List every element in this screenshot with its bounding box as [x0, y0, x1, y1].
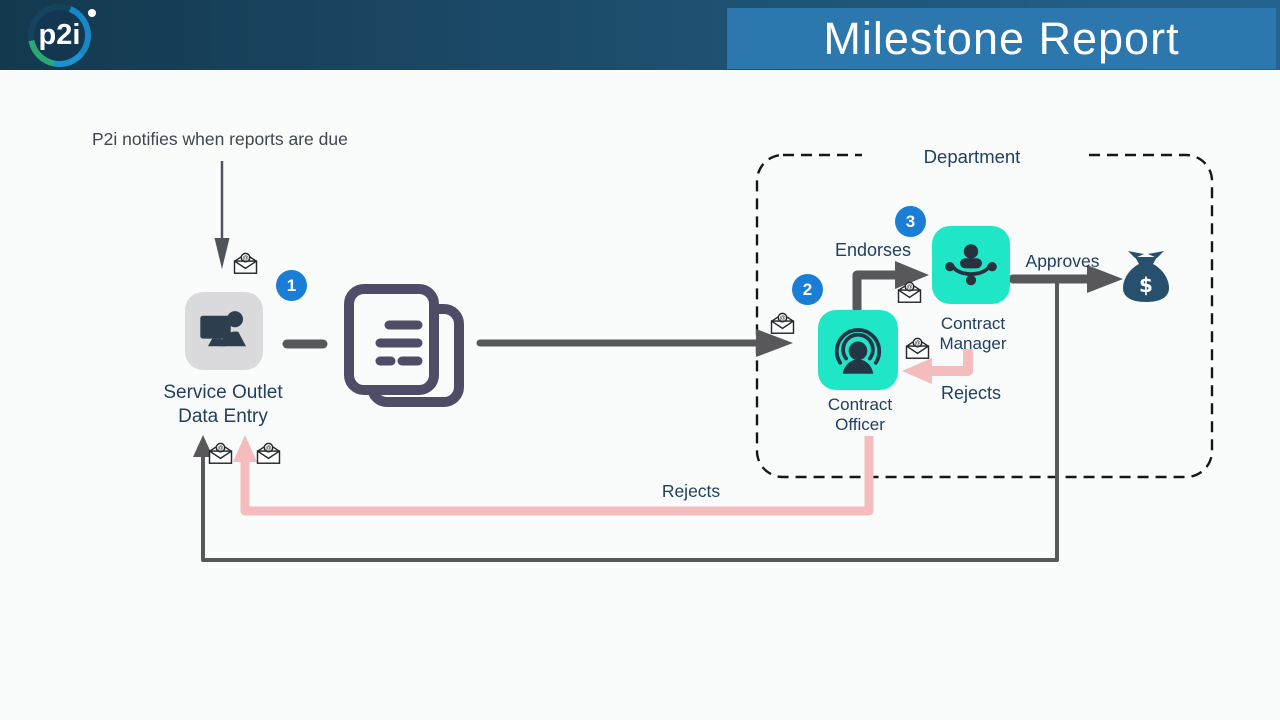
person-at-computer-icon [200, 311, 246, 347]
logo-i-dot [88, 9, 96, 17]
contract-manager-label: Contract Manager [903, 314, 1043, 354]
documents-icon [344, 284, 464, 407]
dollar-sign: $ [1139, 273, 1153, 297]
officer-rejects-arrowhead [233, 435, 257, 462]
approves-label: Approves [1025, 251, 1100, 271]
email-at-icon: @ [770, 312, 795, 334]
at-symbol: @ [779, 315, 785, 322]
department-label: Department [862, 144, 1082, 170]
manager-rejects-arrowhead [902, 358, 932, 384]
at-symbol: @ [242, 255, 248, 262]
p2i-logo: p2i [28, 4, 91, 67]
email-at-icon: @ [897, 281, 922, 303]
manager-rejects-label: Rejects [940, 383, 1002, 403]
service-outlet-node [185, 292, 263, 370]
broadcast-person-icon [834, 328, 882, 374]
endorses-arrow-line [852, 270, 896, 311]
email-at-icon: @ [256, 442, 281, 464]
endorses-label: Endorses [834, 240, 912, 260]
contract-officer-label: Contract Officer [790, 395, 930, 435]
at-symbol: @ [914, 340, 920, 347]
email-at-icon: @ [208, 442, 233, 464]
step-3-badge: 3 [895, 206, 926, 237]
email-at-icon: @ [233, 252, 258, 274]
officer-rejects-line [240, 436, 874, 516]
notify-arrowhead [214, 238, 230, 269]
contract-officer-node [818, 310, 898, 390]
service-outlet-label: Service Outlet Data Entry [103, 381, 343, 429]
contract-manager-node [932, 226, 1010, 304]
page-title: Milestone Report [823, 12, 1180, 64]
contract-manager-label-line1: Contract [940, 314, 1006, 333]
money-bag-icon: $ [1123, 251, 1169, 302]
contract-manager-label-line2: Manager [939, 334, 1007, 353]
title-plate: Milestone Report [727, 8, 1276, 69]
officer-rejects-label: Rejects [661, 481, 721, 501]
team-meeting-icon [945, 244, 997, 286]
notify-text: P2i notifies when reports are due [92, 129, 348, 149]
logo-text: p2i [38, 19, 81, 51]
header-bar: p2i Milestone Report [0, 0, 1280, 70]
service-outlet-label-line2: Data Entry [178, 406, 268, 427]
contract-officer-label-line1: Contract [827, 395, 893, 414]
email-at-icon: @ [905, 337, 930, 359]
contract-officer-label-line2: Officer [835, 415, 885, 434]
service-outlet-label-line1: Service Outlet [163, 382, 283, 403]
step-1-badge: 1 [276, 270, 307, 301]
at-symbol: @ [265, 445, 271, 452]
step-2-badge: 2 [792, 274, 823, 305]
at-symbol: @ [217, 445, 223, 452]
at-symbol: @ [906, 284, 912, 291]
